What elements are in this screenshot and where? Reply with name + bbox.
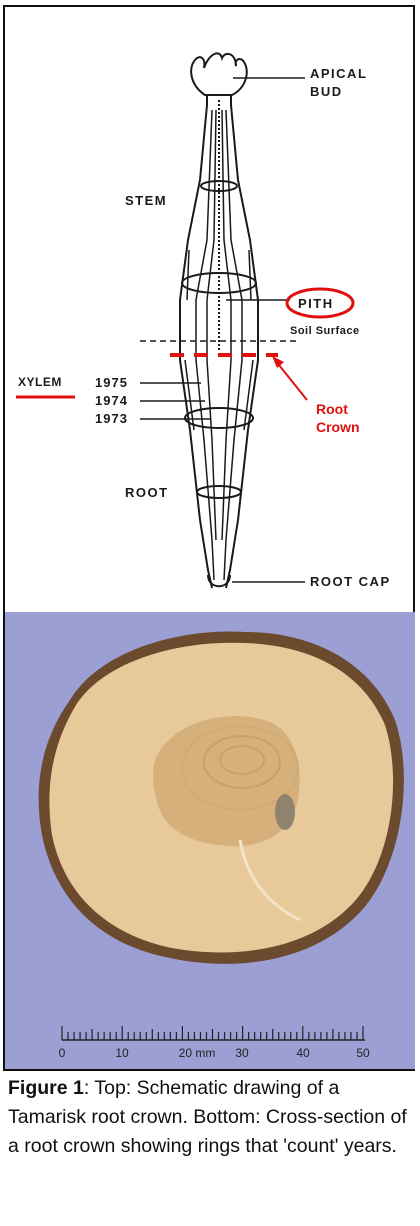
year-1973-label: 1973: [95, 411, 128, 426]
bud-label: BUD: [310, 84, 343, 99]
xylem-label: XYLEM: [18, 375, 62, 389]
tick-0: 0: [59, 1046, 66, 1060]
root-crown-arrow: [275, 360, 307, 400]
root-cap-label: ROOT CAP: [310, 574, 391, 589]
wood-cross-section: [39, 632, 404, 964]
root-section-label: ROOT: [125, 485, 169, 500]
figure-caption: Figure 1: Top: Schematic drawing of a Ta…: [8, 1074, 412, 1161]
soil-surface-label: Soil Surface: [290, 325, 360, 337]
tick-10: 10: [115, 1046, 129, 1060]
year-1975-label: 1975: [95, 375, 128, 390]
figure-label: Figure 1: [8, 1077, 84, 1099]
pith-label: PITH: [298, 296, 334, 311]
tick-40: 40: [296, 1046, 310, 1060]
tick-50: 50: [356, 1046, 370, 1060]
crown-label: Crown: [316, 419, 360, 435]
plant-schematic: [140, 53, 305, 588]
year-1974-label: 1974: [95, 393, 128, 408]
root-ring-1: [185, 408, 253, 428]
root-label: Root: [316, 401, 348, 417]
tick-30: 30: [235, 1046, 249, 1060]
apical-label: APICAL: [310, 66, 367, 81]
apical-bud-shape: [191, 53, 247, 95]
root-ring-2: [197, 486, 241, 498]
branch-knot: [275, 794, 295, 830]
root-crown-arrowhead: [272, 356, 284, 368]
stem-label: STEM: [125, 193, 167, 208]
tick-20mm: 20 mm: [179, 1046, 216, 1060]
